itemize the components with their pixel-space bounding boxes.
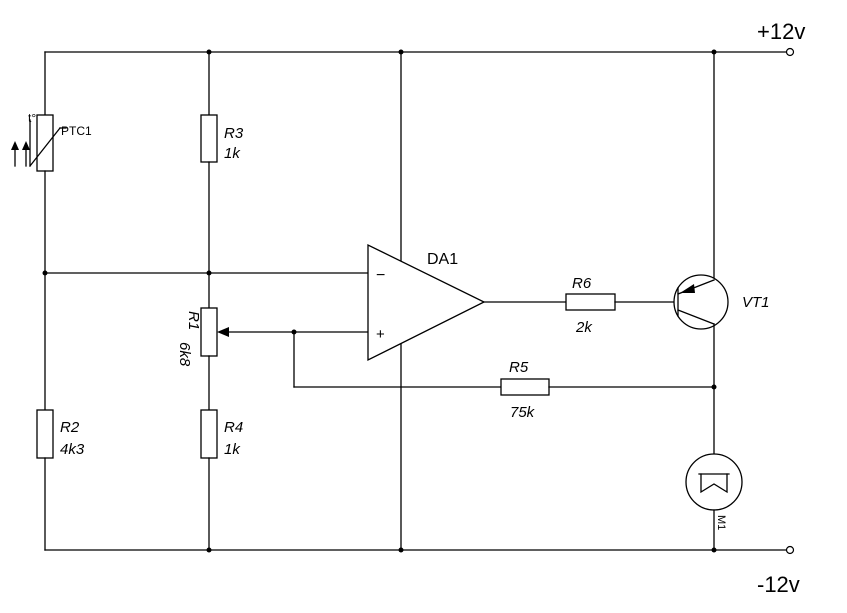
transistor-vt1 <box>673 274 729 330</box>
r3-ref-label: R3 <box>224 125 244 142</box>
junction-dot <box>206 49 212 55</box>
resistor-r4 <box>200 409 218 459</box>
ptc-label: PTC1 <box>61 124 92 138</box>
heat-arrows-icon <box>11 141 30 167</box>
resistor-r3 <box>200 114 218 163</box>
wiper-arrow-icon <box>217 327 369 337</box>
r5-value-label: 75k <box>510 404 536 421</box>
r6-ref-label: R6 <box>572 275 592 292</box>
junction-dot <box>206 547 212 553</box>
opamp-noninverting-sign: + <box>376 326 385 343</box>
opamp-da1 <box>367 243 486 362</box>
negative-supply-terminal <box>785 545 795 555</box>
ptc-temperature-symbol: t° <box>28 111 36 125</box>
junction-dot <box>711 547 717 553</box>
r2-value-label: 4k3 <box>60 441 85 458</box>
motor-m1 <box>685 453 743 511</box>
r4-ref-label: R4 <box>224 419 243 436</box>
opamp-label: DA1 <box>427 251 458 268</box>
r1-value-label: 6k8 <box>176 342 193 367</box>
resistor-r5 <box>500 378 550 396</box>
negative-supply-label: -12v <box>757 572 800 597</box>
junction-dot <box>711 49 717 55</box>
r2-ref-label: R2 <box>60 419 80 436</box>
r4-value-label: 1k <box>224 441 241 458</box>
ptc-thermistor <box>29 114 67 172</box>
transistor-label: VT1 <box>742 294 770 311</box>
motor-label: M1 <box>715 515 727 530</box>
r1-ref-label: R1 <box>185 311 202 330</box>
resistor-r2 <box>36 409 54 459</box>
junction-dot <box>398 49 404 55</box>
positive-supply-terminal <box>785 47 795 57</box>
resistor-r6 <box>565 293 616 311</box>
r3-value-label: 1k <box>224 145 241 162</box>
opamp-inverting-sign: − <box>376 267 385 284</box>
potentiometer-r1 <box>200 307 218 357</box>
r5-ref-label: R5 <box>509 359 529 376</box>
junction-dot <box>398 547 404 553</box>
positive-supply-label: +12v <box>757 19 805 44</box>
r6-value-label: 2k <box>575 319 593 336</box>
